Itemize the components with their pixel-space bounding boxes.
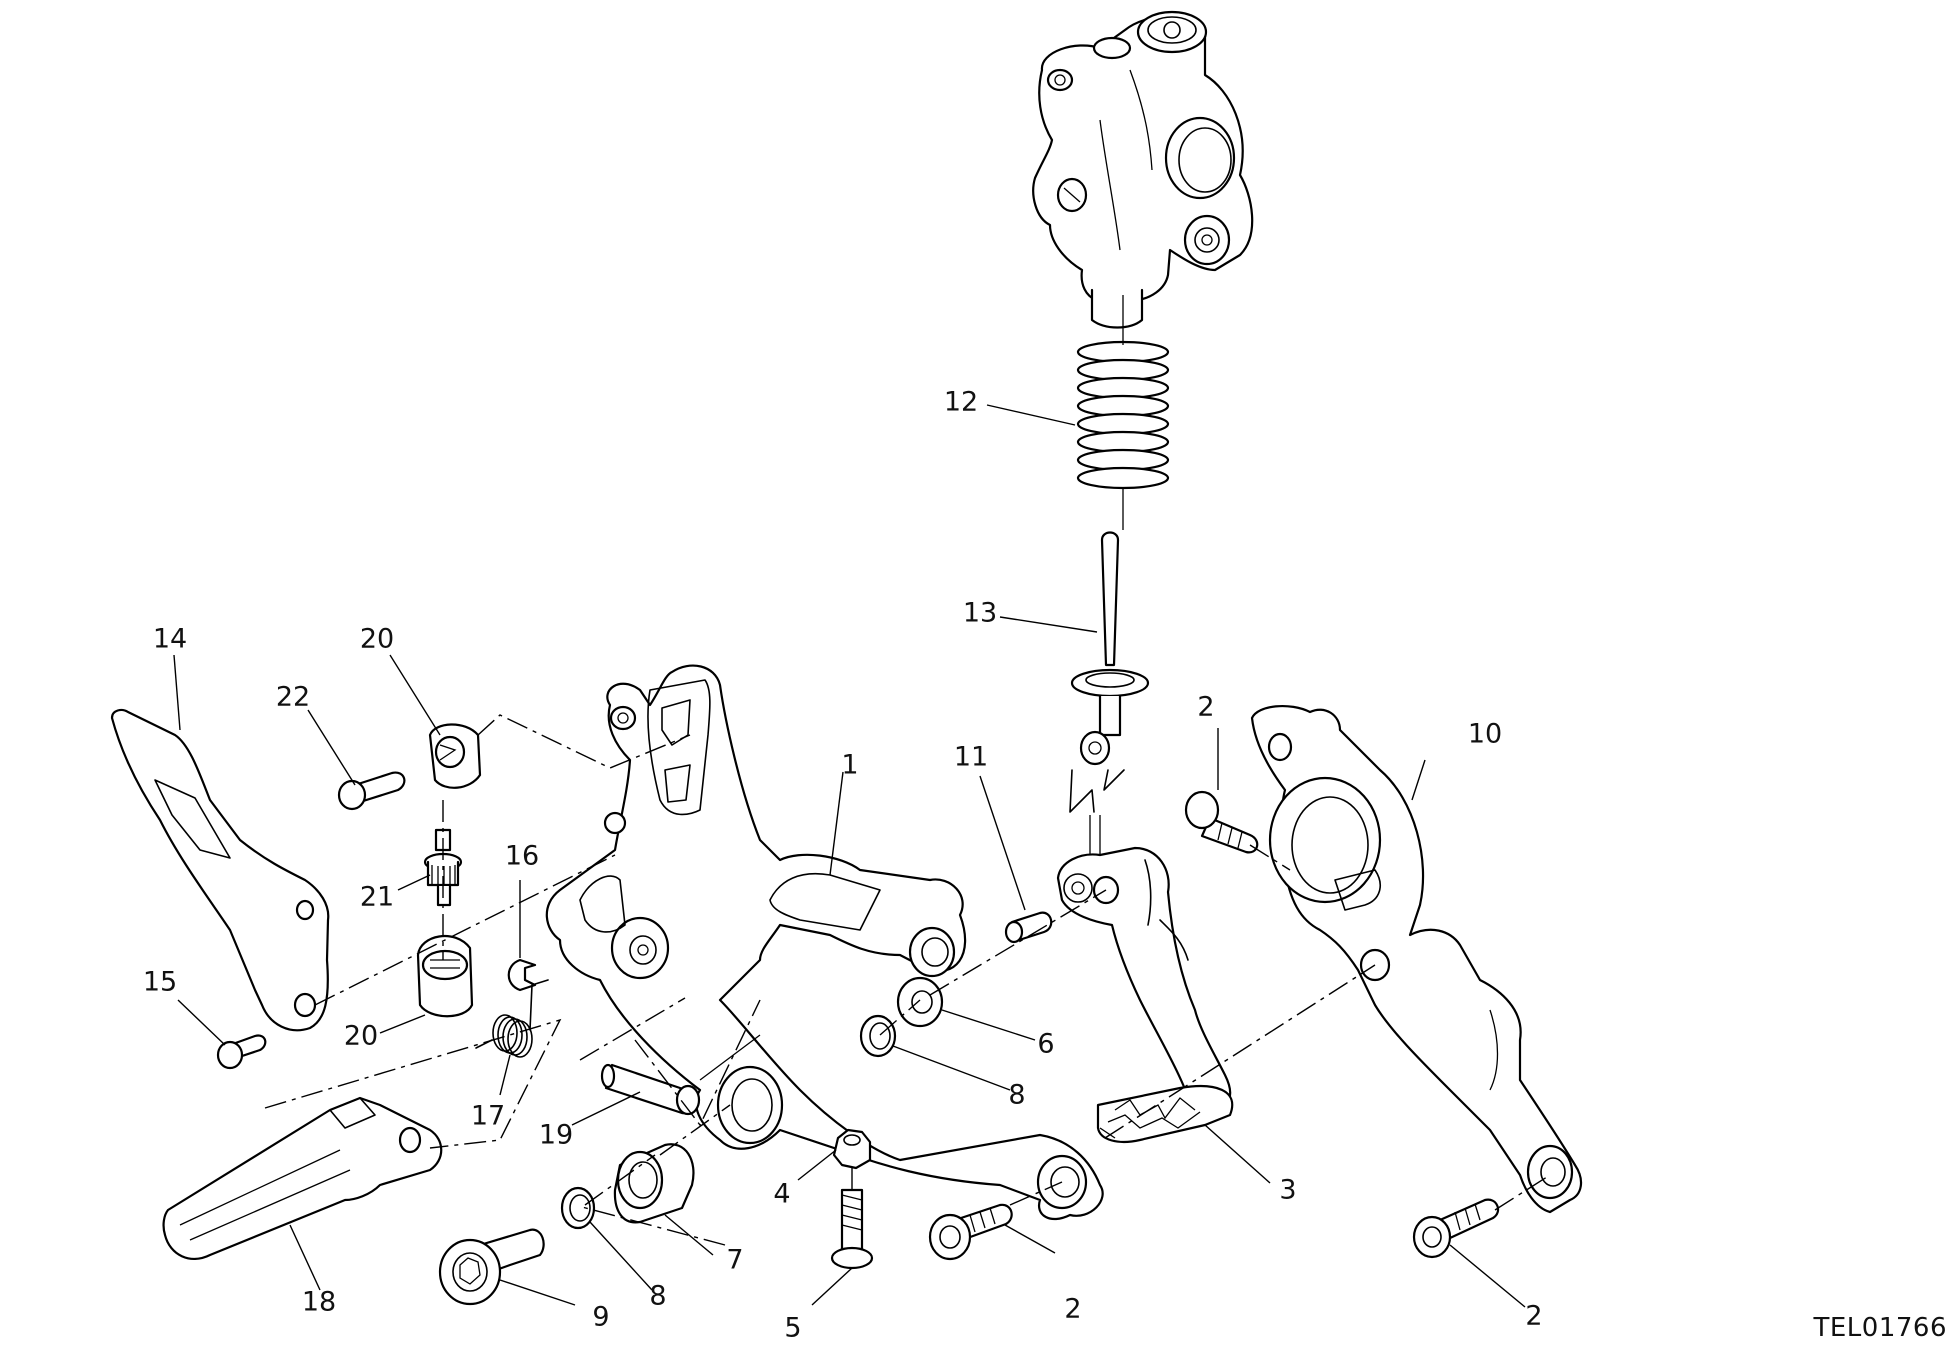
nut	[832, 1128, 872, 1170]
callout-13: 13	[962, 597, 998, 629]
callout-14: 14	[152, 623, 188, 655]
callout-16: 16	[504, 840, 540, 872]
callout-15: 15	[142, 966, 178, 998]
spring	[1076, 295, 1170, 530]
right-bracket	[1250, 705, 1583, 1214]
leader-lines	[173, 404, 1526, 1308]
callout-19: 19	[538, 1119, 574, 1151]
adjuster-upper	[428, 723, 482, 789]
assembly-lines	[264, 714, 1551, 1246]
callout-20-upper: 20	[359, 623, 395, 655]
callout-10: 10	[1467, 718, 1503, 750]
callout-2-top: 2	[1197, 691, 1215, 723]
brake-pedal	[1056, 846, 1234, 1144]
push-rod	[1069, 531, 1150, 860]
bolt-15	[216, 1034, 267, 1070]
bolt-2-left	[928, 1203, 1013, 1261]
pin	[1004, 911, 1053, 944]
footpeg-bracket	[545, 664, 1104, 1221]
callout-8-upper: 8	[1008, 1079, 1026, 1111]
bolt-5	[830, 1188, 874, 1270]
drawing-code: TEL01766	[1813, 1313, 1947, 1343]
circlip	[507, 958, 537, 992]
callout-2-left: 2	[1064, 1293, 1082, 1325]
adjuster-21	[423, 828, 463, 907]
bolt-2-top	[1184, 790, 1259, 854]
callout-9: 9	[592, 1301, 610, 1333]
callout-21: 21	[359, 881, 395, 913]
callout-8-lower: 8	[649, 1280, 667, 1312]
footpeg	[162, 1096, 443, 1260]
callout-3: 3	[1279, 1174, 1297, 1206]
callout-18: 18	[301, 1286, 337, 1318]
callout-6: 6	[1037, 1028, 1055, 1060]
master-cylinder	[1032, 10, 1254, 329]
callout-2-right: 2	[1525, 1300, 1543, 1332]
callout-11: 11	[953, 741, 989, 773]
washer-lower	[560, 1186, 596, 1230]
callout-12: 12	[943, 386, 979, 418]
heel-guard	[110, 708, 330, 1032]
callout-1: 1	[841, 749, 859, 781]
callout-20-lower: 20	[343, 1020, 379, 1052]
callout-7: 7	[726, 1244, 744, 1276]
pivot-pin	[600, 1063, 701, 1116]
bolt-2-right	[1412, 1198, 1500, 1259]
callout-5: 5	[784, 1312, 802, 1344]
bushing	[613, 1143, 695, 1224]
return-spring	[475, 979, 549, 1058]
callout-4: 4	[773, 1178, 791, 1210]
washers-upper	[859, 976, 944, 1058]
bolt-9	[438, 1228, 545, 1306]
callout-22: 22	[275, 681, 311, 713]
callout-17: 17	[470, 1100, 506, 1132]
bolt-22	[337, 771, 406, 811]
adjuster-lower	[416, 935, 474, 1018]
